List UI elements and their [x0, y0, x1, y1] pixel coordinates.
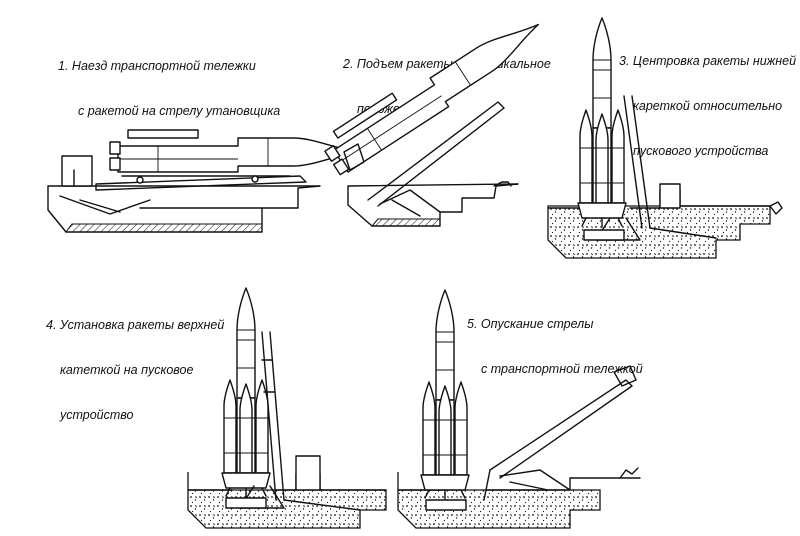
caption-1-text-1: Наезд транспортной тележки	[71, 59, 256, 73]
panel-4-rocket	[221, 287, 271, 498]
panel-5-drawing	[397, 289, 641, 529]
caption-4-line-2: катеткой на пусковое	[60, 363, 194, 377]
caption-3-line-1: 3. Центровка ракеты нижней	[619, 54, 796, 69]
panel-2-drawing	[317, 5, 550, 227]
caption-5-number: 5.	[467, 317, 478, 331]
caption-4-number: 4.	[46, 318, 57, 332]
panel-3-drawing	[547, 17, 783, 259]
caption-4-line-3: устройство	[60, 408, 134, 422]
caption-3-line-3: пускового устройства	[633, 144, 769, 158]
caption-1-line-2: с ракетой на стрелу утановщика	[78, 104, 281, 118]
caption-2-number: 2.	[343, 57, 354, 71]
caption-3-text-1: Центровка ракеты нижней	[632, 54, 797, 68]
panel-3-rocket	[577, 17, 627, 228]
caption-5-line-2: с транспортной тележкой	[481, 362, 643, 376]
panel-1-drawing	[47, 129, 359, 233]
caption-5-text-1: Опускание стрелы	[480, 317, 594, 331]
caption-3-line-2: кареткой относительно	[633, 99, 783, 113]
panel-4-drawing	[187, 287, 387, 529]
caption-panel-3: 3. Центровка ракеты нижней кареткой отно…	[619, 24, 796, 189]
caption-5-line-1: 5. Опускание стрелы	[467, 317, 643, 332]
caption-4-line-1: 4. Установка ракеты верхней	[46, 318, 224, 333]
caption-3-number: 3.	[619, 54, 630, 68]
caption-panel-4: 4. Установка ракеты верхней катеткой на …	[46, 288, 224, 453]
caption-panel-5: 5. Опускание стрелы с транспортной тележ…	[467, 287, 643, 407]
caption-1-number: 1.	[58, 59, 69, 73]
panel-1-rocket	[109, 129, 359, 173]
caption-1-line-1: 1. Наезд транспортной тележки	[58, 59, 280, 74]
caption-4-text-1: Установка ракеты верхней	[59, 318, 225, 332]
panel-5-rocket	[420, 289, 470, 500]
caption-panel-1: 1. Наезд транспортной тележки с ракетой …	[58, 29, 280, 149]
